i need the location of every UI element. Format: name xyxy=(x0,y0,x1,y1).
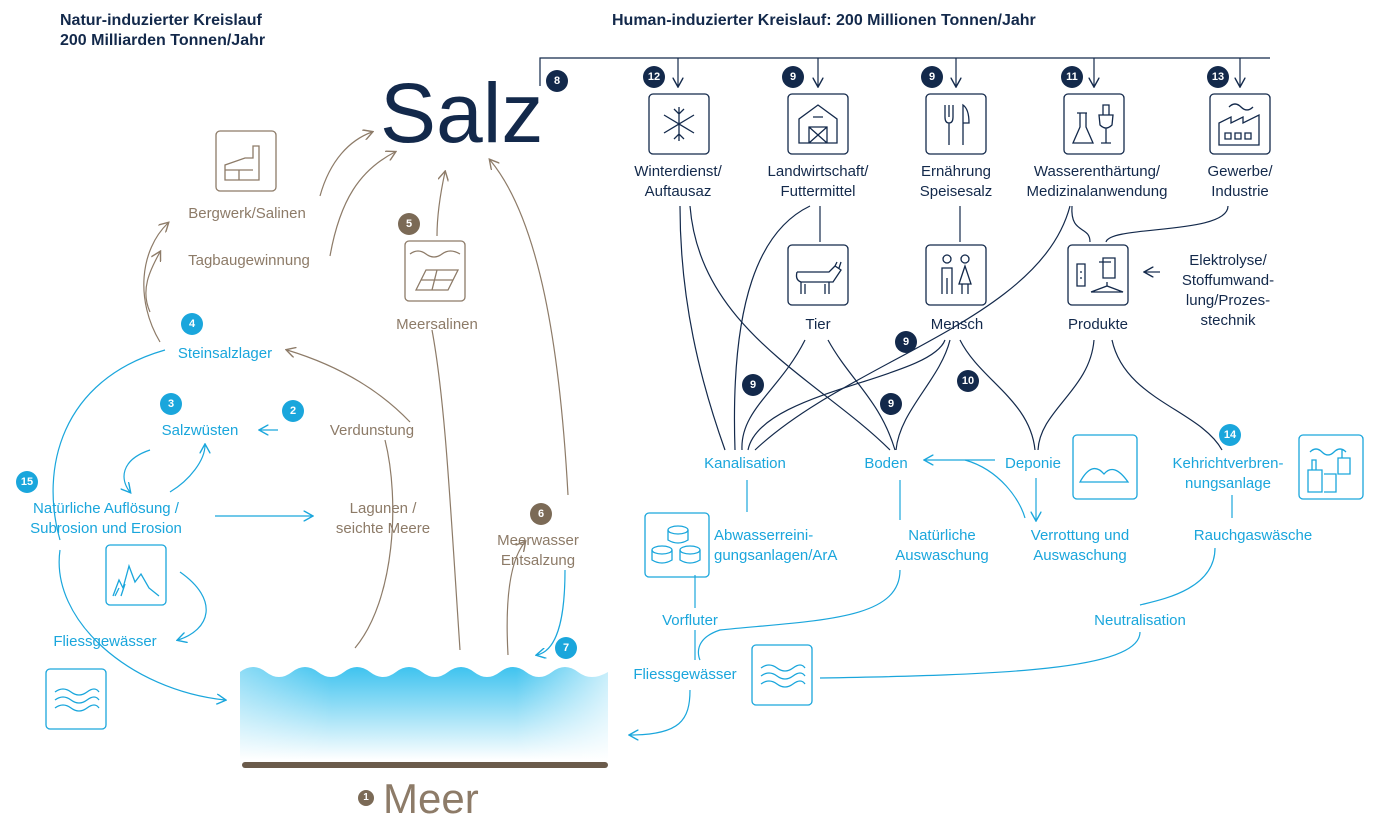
erosion-mountain-icon xyxy=(105,544,167,611)
sea-salt-pans-icon xyxy=(404,240,466,307)
label-kehricht-1: Kehrichtverbren- xyxy=(1172,455,1284,472)
label-produkte: Produkte xyxy=(1067,316,1129,333)
label-kehricht-2: nungsanlage xyxy=(1185,475,1271,492)
natural-cycle-amount: 200 Milliarden Tonnen/Jahr xyxy=(60,32,266,49)
label-deponie: Deponie xyxy=(1005,455,1061,472)
lab-flask-icon xyxy=(1063,93,1125,160)
label-auswaschung-1: Natürliche xyxy=(908,527,976,544)
label-steinsalzlager: Steinsalzlager xyxy=(177,345,273,362)
label-elektro-4: stechnik xyxy=(1200,312,1256,329)
label-tier: Tier xyxy=(805,316,831,333)
badge-9-landwirtschaft: 9 xyxy=(782,66,804,88)
badge-3: 3 xyxy=(160,393,182,415)
label-verdunstung: Verdunstung xyxy=(329,422,415,439)
label-verrottung-1: Verrottung und xyxy=(1030,527,1130,544)
label-gewerbe-1: Gewerbe/ xyxy=(1207,163,1273,180)
badge-14: 14 xyxy=(1219,424,1241,446)
label-wasser-1: Wasserenthärtung/ xyxy=(1033,163,1161,180)
badge-1: 1 xyxy=(358,790,374,806)
label-landwirtschaft-1: Landwirtschaft/ xyxy=(767,163,869,180)
badge-7: 7 xyxy=(555,637,577,659)
label-lagunen-2: seichte Meere xyxy=(335,520,431,537)
label-elektro-1: Elektrolyse/ xyxy=(1189,252,1267,269)
label-meersalinen: Meersalinen xyxy=(396,316,478,333)
badge-9-ernaehrung: 9 xyxy=(921,66,943,88)
wastewater-tanks-icon xyxy=(644,512,710,583)
meer-title: Meer xyxy=(383,775,479,822)
label-auswaschung-2: Auswaschung xyxy=(895,547,989,564)
label-abwasser-2: gungsanlagen/ArA xyxy=(714,547,838,564)
badge-9-mensch: 9 xyxy=(895,331,917,353)
products-icon xyxy=(1067,244,1129,311)
label-wasser-2: Medizinalanwendung xyxy=(1026,183,1168,200)
label-bergwerk: Bergwerk/Salinen xyxy=(188,205,306,222)
mine-building-icon xyxy=(215,130,277,197)
river-waves-icon xyxy=(45,668,107,735)
badge-10: 10 xyxy=(957,370,979,392)
label-ernaehrung-2: Speisesalz xyxy=(919,183,993,200)
badge-5: 5 xyxy=(398,213,420,235)
badge-6: 6 xyxy=(530,503,552,525)
label-elektro-2: Stoffumwand- xyxy=(1181,272,1275,289)
label-ernaehrung-1: Ernährung xyxy=(920,163,992,180)
human-cycle-title: Human-induzierter Kreislauf: 200 Million… xyxy=(612,12,1036,29)
label-verrottung-2: Auswaschung xyxy=(1033,547,1127,564)
label-tagbau: Tagbaugewinnung xyxy=(188,252,310,269)
badge-15: 15 xyxy=(16,471,38,493)
people-icon xyxy=(925,244,987,311)
label-meerwasser-2: Entsalzung xyxy=(500,552,576,569)
incinerator-icon xyxy=(1298,434,1364,505)
label-mensch: Mensch xyxy=(930,316,984,333)
badge-4: 4 xyxy=(181,313,203,335)
factory-icon xyxy=(1209,93,1271,160)
label-winterdienst-2: Auftausaz xyxy=(644,183,712,200)
barn-icon xyxy=(787,93,849,160)
sea xyxy=(240,660,608,768)
label-neutralisation: Neutralisation xyxy=(1094,612,1186,629)
badge-8: 8 xyxy=(546,70,568,92)
label-abwasser-1: Abwasserreini- xyxy=(714,527,814,544)
badge-12: 12 xyxy=(643,66,665,88)
badge-11: 11 xyxy=(1061,66,1083,88)
label-rauchgas: Rauchgaswäsche xyxy=(1193,527,1313,544)
cow-icon xyxy=(787,244,849,311)
label-meerwasser-1: Meerwasser xyxy=(497,532,579,549)
label-vorfluter: Vorfluter xyxy=(662,612,718,629)
badge-9-boden: 9 xyxy=(880,393,902,415)
label-fliessgewaesser-natural: Fliessgewässer xyxy=(53,633,157,650)
salz-title: Salz xyxy=(380,66,544,160)
river-waves-icon-human xyxy=(751,644,813,711)
cutlery-icon xyxy=(925,93,987,160)
badge-13: 13 xyxy=(1207,66,1229,88)
label-gewerbe-2: Industrie xyxy=(1211,183,1269,200)
label-lagunen-1: Lagunen / xyxy=(349,500,417,517)
landfill-hills-icon xyxy=(1072,434,1138,505)
label-salzwuesten: Salzwüsten xyxy=(161,422,239,439)
label-aufloesung-1: Natürliche Auflösung / xyxy=(33,500,179,517)
label-fliessgewaesser-human: Fliessgewässer xyxy=(633,666,737,683)
label-aufloesung-2: Subrosion und Erosion xyxy=(30,520,182,537)
label-boden: Boden xyxy=(864,455,908,472)
snowflake-icon xyxy=(648,93,710,160)
badge-2: 2 xyxy=(282,400,304,422)
label-kanalisation: Kanalisation xyxy=(704,455,786,472)
label-landwirtschaft-2: Futtermittel xyxy=(780,183,856,200)
natural-cycle-title: Natur-induzierter Kreislauf xyxy=(60,12,262,29)
badge-9-kanalisation: 9 xyxy=(742,374,764,396)
label-winterdienst-1: Winterdienst/ xyxy=(634,163,722,180)
label-elektro-3: lung/Prozes- xyxy=(1185,292,1271,309)
